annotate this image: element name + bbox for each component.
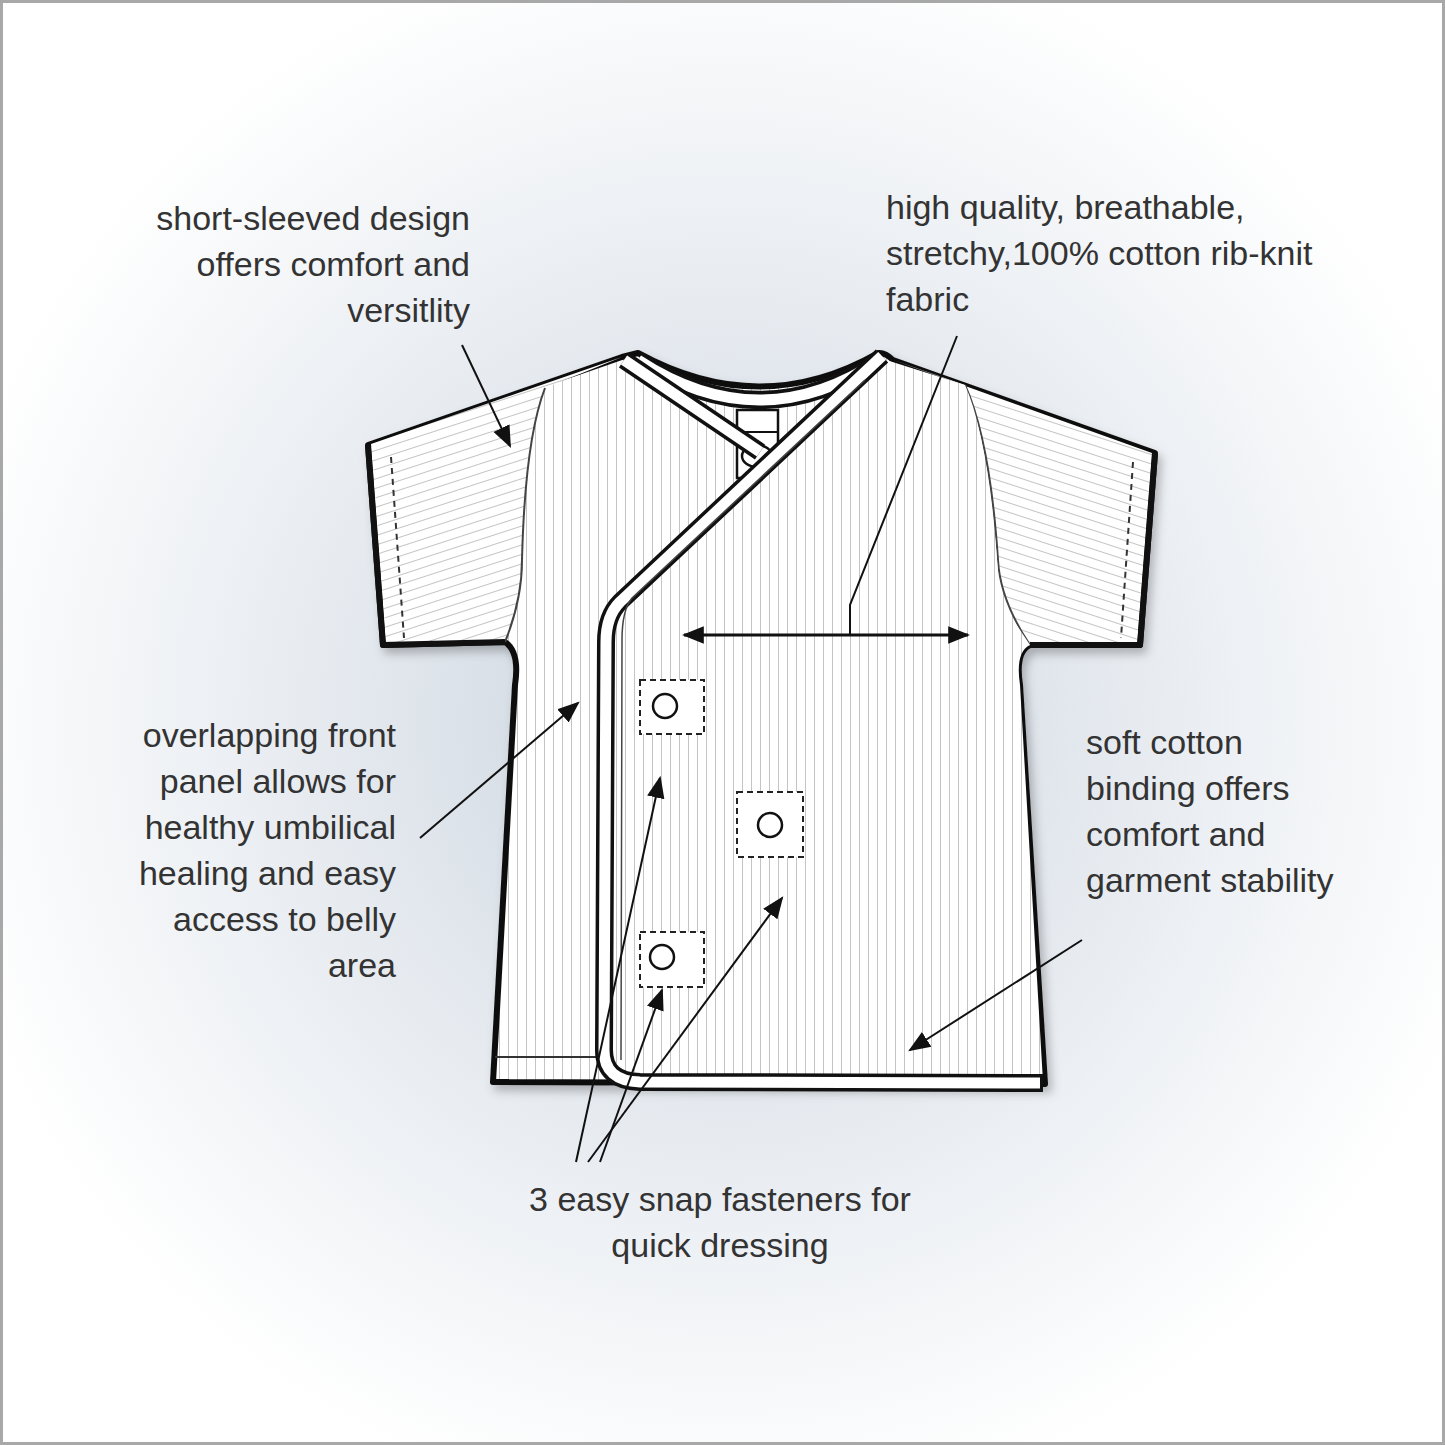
callout-text: high quality, breathable, stretchy,100% … xyxy=(886,184,1316,322)
front-panel xyxy=(604,358,1043,1082)
leader-line xyxy=(910,940,1082,1050)
snap-fastener xyxy=(737,792,803,857)
neck-binding xyxy=(624,360,760,452)
callout-text: short-sleeved design offers comfort and … xyxy=(98,195,470,333)
leader-line xyxy=(850,336,957,635)
sleeve-stitching xyxy=(391,457,404,638)
snap-fastener xyxy=(640,680,704,734)
leader-line xyxy=(420,703,578,838)
callout-text: overlapping front panel allows for healt… xyxy=(96,712,396,988)
hem-band xyxy=(495,1056,606,1058)
sleeve-stitching xyxy=(1121,462,1133,638)
leader-lines xyxy=(420,336,1082,1162)
snap-fastener xyxy=(640,932,704,987)
wrap-binding xyxy=(604,356,1043,1083)
callout-text: soft cotton binding offers comfort and g… xyxy=(1086,719,1336,903)
leader-line xyxy=(462,345,510,446)
leader-line xyxy=(588,898,782,1162)
sleeve-seam xyxy=(505,388,545,642)
shirt-outline xyxy=(368,353,1155,1084)
callout-text: 3 easy snap fasteners for quick dressing xyxy=(520,1176,920,1268)
leader-line xyxy=(576,778,660,1162)
leader-line xyxy=(600,990,662,1162)
left-sleeve xyxy=(371,357,622,642)
stretch-arrow xyxy=(684,634,968,637)
shirt xyxy=(368,353,1155,1084)
